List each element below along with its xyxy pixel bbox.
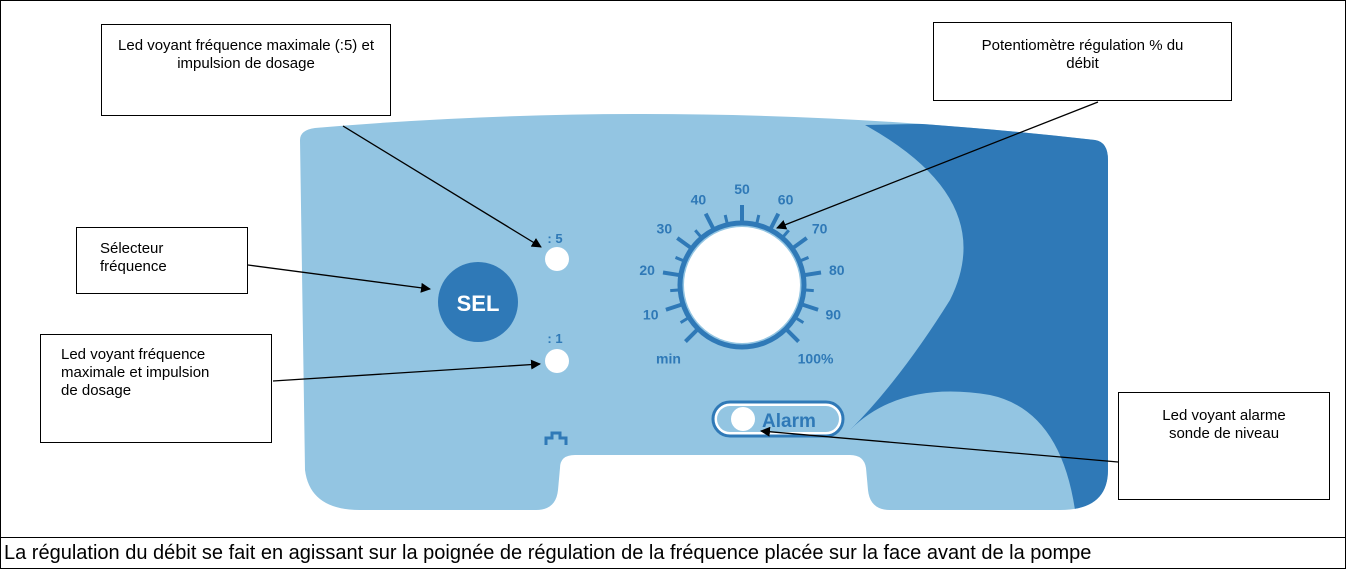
dial-tick (790, 236, 808, 251)
led-bottom (545, 349, 569, 373)
dial-label: 10 (643, 307, 659, 323)
dial-label: 70 (812, 221, 828, 237)
callout-led-max-frequency-top: Led voyant fréquence maximale (:5) et im… (101, 24, 391, 116)
led-bottom-label: : 1 (547, 331, 562, 346)
dial-label: 30 (657, 221, 673, 237)
caption-divider (0, 537, 1346, 538)
led-top-label: : 5 (547, 231, 562, 246)
dial-tick (703, 212, 716, 231)
dial-tick (755, 214, 761, 226)
callout-led-max-frequency-bottom: Led voyant fréquence maximale et impulsi… (40, 334, 272, 443)
dial-tick (674, 256, 686, 263)
dial-tick (723, 214, 729, 226)
dial-tick (784, 327, 800, 343)
callout-selector-text: Sélecteur fréquence (100, 240, 167, 275)
dial-label: min (656, 351, 681, 367)
dial-label: 80 (829, 262, 845, 278)
pulse-icon (544, 431, 568, 445)
callout-potentiometer: Potentiomètre régulation % du débit (933, 22, 1232, 101)
dial-tick (794, 316, 805, 324)
dial-tick (694, 229, 703, 239)
sel-button-label: SEL (457, 291, 500, 316)
callout-led-bottom-text: Led voyant fréquence maximale et impulsi… (61, 346, 210, 399)
dial-tick (800, 302, 819, 312)
dial-label: 40 (691, 191, 707, 207)
dial-label: 50 (734, 181, 750, 197)
dial-tick (684, 327, 700, 343)
dial-tick (676, 236, 694, 251)
caption-text: La régulation du débit se fait en agissa… (4, 542, 1092, 564)
dial-tick (679, 316, 690, 324)
alarm-indicator: Alarm (711, 400, 845, 438)
flow-potentiometer-dial[interactable]: min 10 20 30 40 50 60 70 80 90 100% (639, 181, 844, 367)
callout-alarm-led: Led voyant alarme sonde de niveau (1118, 392, 1330, 500)
dial-label: 100% (798, 351, 834, 367)
dial-tick (781, 229, 790, 239)
dial-label: 90 (826, 307, 842, 323)
dial-label: 20 (639, 262, 655, 278)
alarm-label: Alarm (762, 411, 816, 432)
dial-tick (802, 270, 822, 278)
dial-label: 60 (778, 191, 794, 207)
callout-potentiometer-text: Potentiomètre régulation % du débit (981, 37, 1184, 72)
dial-tick (662, 270, 682, 278)
alarm-led (731, 407, 755, 431)
dial-tick (665, 302, 684, 312)
callout-alarm-text: Led voyant alarme sonde de niveau (1162, 407, 1286, 442)
led-top (545, 247, 569, 271)
dial-tick (798, 256, 810, 263)
callout-selector: Sélecteur fréquence (76, 227, 248, 294)
sel-button[interactable]: SEL (438, 262, 518, 342)
dial-tick (670, 288, 681, 293)
callout-led-top-text: Led voyant fréquence maximale (:5) et im… (118, 37, 374, 72)
dial-tick (803, 288, 814, 293)
